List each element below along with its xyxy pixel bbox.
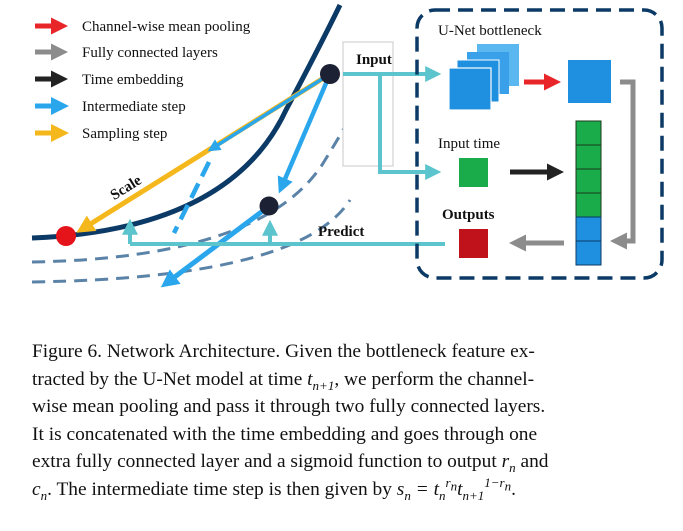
fc-arrow-down bbox=[609, 79, 636, 250]
input-box bbox=[342, 41, 394, 167]
input-time-label: Input time bbox=[438, 136, 500, 152]
feature-block-front bbox=[448, 67, 492, 111]
intermediate-node bbox=[259, 196, 279, 216]
start-node bbox=[320, 64, 340, 84]
caption-text: and bbox=[515, 451, 549, 472]
figure-caption: Figure 6. Network Architecture. Given th… bbox=[32, 338, 662, 503]
caption-line-6: cn. The intermediate time step is then g… bbox=[32, 476, 662, 504]
caption-text: extra fully connected layer and a sigmoi… bbox=[32, 451, 502, 472]
intermediate-step-arrow-short bbox=[207, 72, 331, 152]
unet-bottleneck-panel: U-Net bottleneck Input time Outputs bbox=[415, 8, 664, 280]
caption-text: , we perform the channel- bbox=[334, 368, 535, 390]
legend-label-fully-connected: Fully connected layers bbox=[82, 45, 218, 61]
outputs-label: Outputs bbox=[442, 207, 495, 223]
input-label: Input bbox=[356, 52, 392, 68]
main-trajectory-curve bbox=[31, 3, 343, 241]
input-time-arrow bbox=[378, 74, 442, 180]
legend-label-mean-pooling: Channel-wise mean pooling bbox=[82, 19, 251, 35]
math-r-n: rn bbox=[501, 451, 516, 475]
legend-label-intermediate-step: Intermediate step bbox=[82, 99, 186, 115]
legend-label-time-embedding: Time embedding bbox=[82, 72, 184, 88]
caption-line-5: extra fully connected layer and a sigmoi… bbox=[32, 448, 662, 476]
target-point bbox=[56, 226, 76, 246]
predict-label: Predict bbox=[318, 224, 364, 240]
caption-line-3: wise mean pooling and pass it through tw… bbox=[32, 396, 546, 417]
legend-label-sampling-step: Sampling step bbox=[82, 126, 167, 142]
intermediate-step-arrow-node bbox=[277, 73, 333, 194]
output-block bbox=[459, 229, 488, 258]
network-architecture-diagram: Channel-wise mean pooling Fully connecte… bbox=[31, 3, 664, 288]
concat-vector bbox=[575, 120, 602, 266]
intermediate-step-dashed bbox=[171, 161, 212, 234]
pooled-feature-block bbox=[568, 60, 611, 103]
bottleneck-title: U-Net bottleneck bbox=[438, 23, 542, 39]
math-c-n: cn bbox=[32, 478, 48, 503]
math-t-n-plus-1: tn+1 bbox=[307, 368, 335, 393]
caption-text: . The intermediate time step is then giv… bbox=[47, 478, 397, 500]
math-s-n-formula: sn = tnrntn+11−rn bbox=[396, 475, 512, 503]
dashed-trajectory-curve-1 bbox=[31, 107, 357, 264]
caption-line-2: tracted by the U-Net model at time tn+1,… bbox=[32, 366, 662, 394]
bottleneck-dashed-border bbox=[415, 8, 664, 280]
dashed-trajectory-curve-2 bbox=[31, 199, 352, 284]
time-block bbox=[459, 158, 488, 187]
legend: Channel-wise mean pooling Fully connecte… bbox=[35, 17, 251, 143]
caption-line-4: It is concatenated with the time embeddi… bbox=[32, 423, 538, 445]
caption-text: . bbox=[511, 478, 516, 500]
teal-connectors: Input Predict bbox=[122, 52, 445, 246]
caption-line-1: Figure 6. Network Architecture. Given th… bbox=[32, 341, 535, 362]
caption-text: tracted by the U-Net model at time bbox=[32, 368, 308, 390]
